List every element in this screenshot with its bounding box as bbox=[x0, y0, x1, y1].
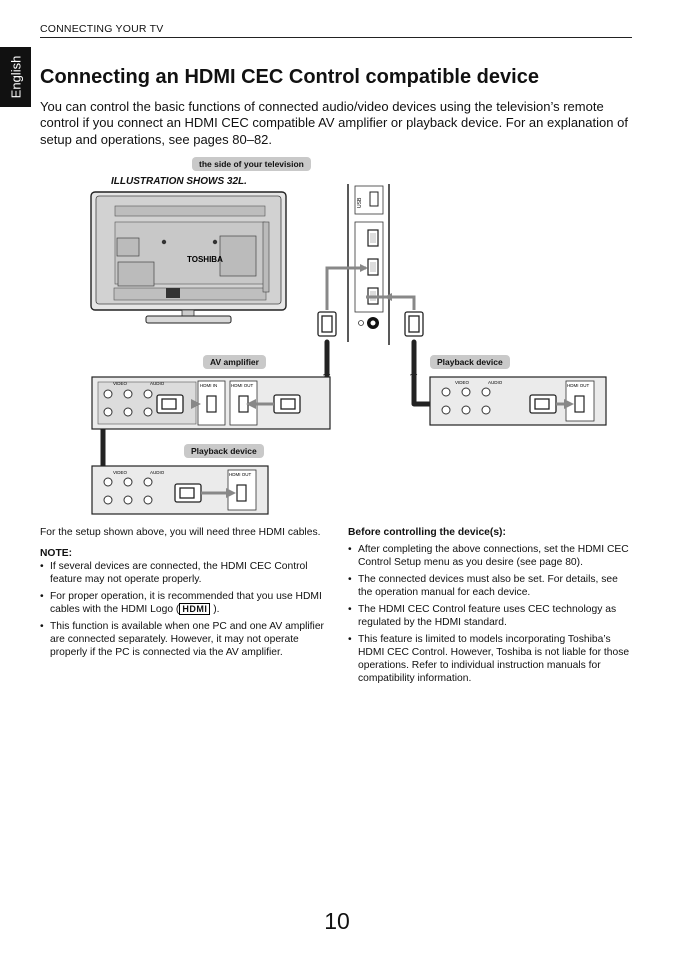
note-item: If several devices are connected, the HD… bbox=[40, 560, 325, 586]
before-controlling-title: Before controlling the device(s): bbox=[348, 527, 506, 538]
section-header: CONNECTING YOUR TV bbox=[40, 23, 632, 38]
note-title: NOTE: bbox=[40, 548, 73, 559]
play-r-hdmi-out-label: HDMI OUT bbox=[567, 383, 589, 388]
note-list: If several devices are connected, the HD… bbox=[40, 560, 325, 659]
page-title: Connecting an HDMI CEC Control compatibl… bbox=[40, 66, 539, 88]
note-text: For proper operation, it is recommended … bbox=[50, 591, 322, 615]
right-column: Before controlling the device(s): After … bbox=[348, 526, 634, 689]
play-b-hdmi-out-label: HDMI OUT bbox=[229, 472, 251, 477]
tv-back-illustration: TOSHIBA bbox=[90, 191, 287, 324]
amp-hdmi-in-label: HDMI IN bbox=[200, 383, 217, 388]
play-b-video-label: VIDEO bbox=[113, 470, 128, 475]
list-item: This feature is limited to models incorp… bbox=[348, 633, 634, 685]
language-tab: English bbox=[0, 47, 31, 107]
left-column: For the setup shown above, you will need… bbox=[40, 526, 325, 663]
tv-brand-label: TOSHIBA bbox=[187, 255, 223, 264]
callout-tv-side: the side of your television bbox=[192, 157, 311, 171]
hdmi-logo: HDMI bbox=[179, 603, 211, 615]
svg-text:~: ~ bbox=[322, 368, 331, 381]
before-controlling-list: After completing the above connections, … bbox=[348, 543, 634, 685]
play-r-audio-label: AUDIO bbox=[488, 380, 503, 385]
list-item: The connected devices must also be set. … bbox=[348, 573, 634, 599]
hdmi-plugs bbox=[317, 311, 424, 337]
playback-device-right-illustration: VIDEO AUDIO HDMI OUT bbox=[429, 376, 607, 426]
amp-hdmi-out-label: HDMI OUT bbox=[231, 383, 253, 388]
play-b-audio-label: AUDIO bbox=[150, 470, 165, 475]
callout-playback-device-bottom: Playback device bbox=[184, 444, 264, 458]
amp-video-label: VIDEO bbox=[113, 381, 128, 386]
svg-text:~: ~ bbox=[409, 368, 418, 381]
note-item: For proper operation, it is recommended … bbox=[40, 590, 325, 616]
play-r-video-label: VIDEO bbox=[455, 380, 470, 385]
tv-side-panel: USB bbox=[347, 184, 390, 345]
amp-audio-label: AUDIO bbox=[150, 381, 165, 386]
usb-label: USB bbox=[357, 197, 363, 208]
note-text-tail: ). bbox=[210, 604, 220, 615]
setup-note: For the setup shown above, you will need… bbox=[40, 527, 321, 538]
port-leader-lines bbox=[325, 266, 416, 310]
list-item: After completing the above connections, … bbox=[348, 543, 634, 569]
callout-playback-device-right: Playback device bbox=[430, 355, 510, 369]
figure-caption: ILLUSTRATION SHOWS 32L. bbox=[111, 176, 247, 187]
note-item: This function is available when one PC a… bbox=[40, 620, 325, 659]
connection-diagram: TOSHIBA USB bbox=[90, 184, 607, 515]
intro-paragraph: You can control the basic functions of c… bbox=[40, 99, 628, 147]
page-number: 10 bbox=[324, 908, 350, 934]
callout-av-amplifier: AV amplifier bbox=[203, 355, 266, 369]
list-item: The HDMI CEC Control feature uses CEC te… bbox=[348, 603, 634, 629]
